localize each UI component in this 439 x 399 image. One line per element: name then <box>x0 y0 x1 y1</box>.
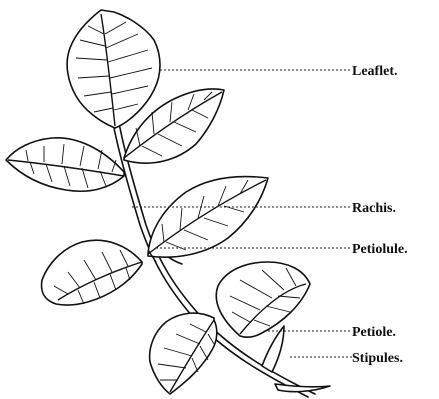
leaflet-terminal <box>67 10 160 128</box>
leaflet-middle-left <box>42 240 142 305</box>
leaflet-lower-right <box>216 262 310 337</box>
label-petiole: Petiole. <box>352 325 396 340</box>
label-rachis: Rachis. <box>352 201 396 216</box>
leaflet-middle-right <box>148 177 268 258</box>
stipules-shape <box>262 326 330 392</box>
label-petiolule: Petiolule. <box>352 242 408 257</box>
leaflet-upper-left <box>6 138 124 191</box>
leaflet-lower-left <box>150 313 217 394</box>
label-stipules: Stipules. <box>352 351 403 366</box>
label-leaflet: Leaflet. <box>352 64 397 79</box>
